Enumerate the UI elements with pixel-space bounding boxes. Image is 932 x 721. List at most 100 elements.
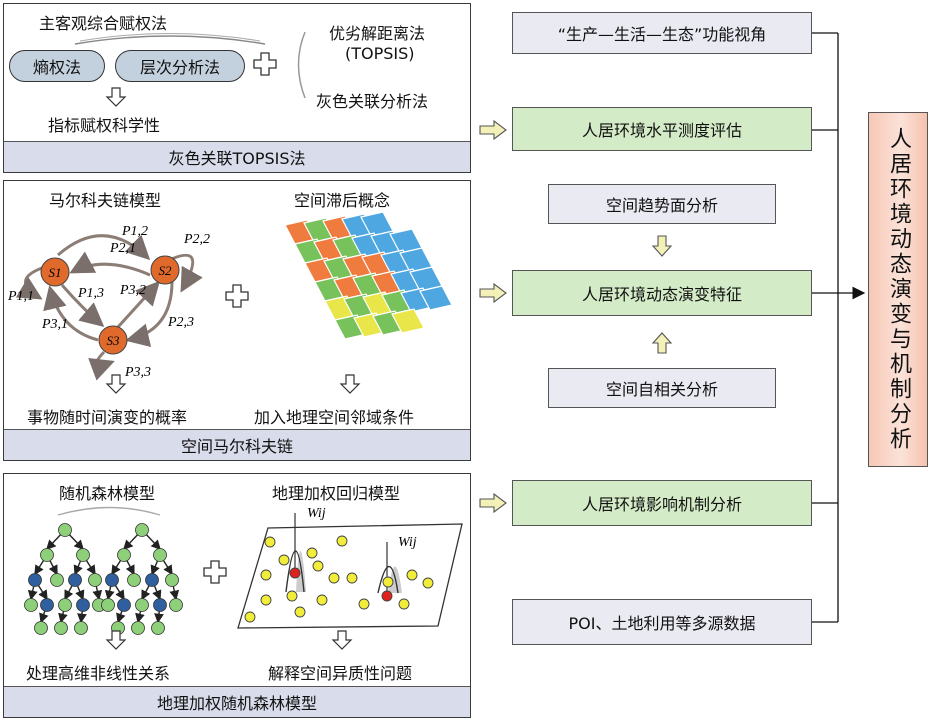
- spatial-lag-title: 空间滞后概念: [294, 191, 391, 210]
- sample-point: [398, 598, 410, 610]
- grey-relational-method: 灰色关联分析法: [316, 92, 429, 111]
- spatial-lag-grid: [284, 211, 453, 340]
- tree-node: [54, 621, 68, 635]
- weight-label-2: Wij: [398, 535, 417, 550]
- dynamic-evolution-box: 人居环境动态演变特征: [512, 270, 812, 316]
- sample-point: [260, 594, 272, 606]
- target-point: [381, 590, 393, 602]
- tree-node: [88, 573, 102, 587]
- random-forest-title: 随机森林模型: [59, 484, 156, 503]
- down-arrow-icon: [105, 87, 127, 107]
- panel-topsis: 主客观综合赋权法 熵权法 层次分析法 指标赋权科学性 优劣解距离法 (TOPSI…: [3, 3, 471, 173]
- markov-result: 事物随时间演变的概率: [27, 408, 188, 427]
- tree-node: [24, 598, 38, 612]
- sample-point: [382, 576, 394, 588]
- down-arrow-icon: [331, 630, 353, 650]
- tree-node: [50, 573, 64, 587]
- tree-node: [76, 598, 90, 612]
- topsis-abbrev: (TOPSIS): [345, 44, 415, 63]
- sample-point: [294, 606, 306, 618]
- perspective-box: “生产—生活—生态”功能视角: [512, 12, 812, 54]
- final-analysis-box: 人居环境动态演变与机制分析: [868, 112, 928, 467]
- ahp-method-pill: 层次分析法: [115, 50, 245, 82]
- tree-node: [74, 621, 88, 635]
- state-node-s2: [150, 255, 180, 285]
- tree-node: [135, 523, 149, 537]
- tree-node: [40, 598, 54, 612]
- state-node-s3: [98, 325, 128, 355]
- sample-point: [278, 554, 290, 566]
- panel-footer-markov: 空间马尔科夫链: [4, 429, 470, 460]
- tree-node: [117, 598, 131, 612]
- prob-label-p12: P1,2: [121, 224, 148, 239]
- tree-node: [105, 573, 119, 587]
- connector-lines: [812, 32, 866, 623]
- state-label-s2: S2: [159, 263, 173, 278]
- tree-node: [165, 573, 179, 587]
- down-arrow-icon: [105, 374, 127, 394]
- weighting-title: 主客观综合赋权法: [39, 14, 168, 33]
- tree-node: [153, 598, 167, 612]
- sample-point: [260, 569, 272, 581]
- tree-node: [135, 598, 149, 612]
- spatial-lag-result: 加入地理空间邻域条件: [254, 408, 415, 427]
- tree-node: [145, 573, 159, 587]
- sample-point: [336, 535, 348, 547]
- tree-node: [151, 621, 165, 635]
- tree-node: [117, 548, 131, 562]
- prob-label-p23: P2,3: [167, 315, 194, 330]
- sample-point: [312, 560, 324, 572]
- panel-footer-gwrf: 地理加权随机森林模型: [4, 686, 470, 717]
- random-forest-result: 处理高维非线性关系: [26, 664, 171, 683]
- final-analysis-label: 人居环境动态演变与机制分析: [886, 127, 911, 452]
- tree-node: [131, 621, 145, 635]
- prob-label-p32: P3,2: [119, 283, 146, 298]
- gwr-plane: Wij Wij: [237, 506, 463, 629]
- weight-label-1: Wij: [307, 506, 326, 521]
- tree-node: [76, 548, 90, 562]
- trend-surface-box: 空间趋势面分析: [548, 184, 776, 224]
- weighting-result: 指标赋权科学性: [48, 116, 161, 135]
- prob-label-p21: P2,1: [109, 241, 136, 256]
- down-arrow-icon: [651, 235, 673, 257]
- tree-node: [58, 598, 72, 612]
- forest-brace-arc: [57, 506, 161, 516]
- weighting-brace-arc-inner: [79, 33, 261, 42]
- plus-icon: [253, 52, 277, 76]
- tree-node: [127, 573, 141, 587]
- sample-point: [286, 590, 298, 602]
- weight-label-text: Wij: [307, 506, 326, 521]
- gwr-result: 解释空间异质性问题: [268, 664, 413, 683]
- level-evaluation-box: 人居环境水平测度评估: [512, 107, 812, 151]
- grid-cell: [419, 285, 453, 311]
- target-point: [289, 567, 301, 579]
- plus-icon: [225, 284, 249, 308]
- entropy-method-pill: 熵权法: [9, 50, 105, 82]
- weight-label-text: Wij: [398, 535, 417, 550]
- state-node-s1: [40, 257, 70, 287]
- sample-point: [306, 547, 318, 559]
- down-arrow-icon: [105, 630, 127, 650]
- sample-point: [422, 577, 434, 589]
- tree-node: [153, 548, 167, 562]
- tree-node: [28, 573, 42, 587]
- gwr-title: 地理加权回归模型: [272, 484, 401, 503]
- prob-label-p22: P2,2: [183, 232, 210, 247]
- method-bracket: [297, 31, 306, 99]
- autocorrelation-box: 空间自相关分析: [548, 368, 776, 408]
- prob-label-p13: P1,3: [77, 286, 104, 301]
- panel-footer-topsis: 灰色关联TOPSIS法: [4, 141, 470, 172]
- tree-node: [68, 573, 82, 587]
- mechanism-analysis-box: 人居环境影响机制分析: [512, 480, 812, 526]
- state-label-s3: S3: [107, 333, 121, 348]
- up-arrow-icon: [651, 332, 673, 354]
- plus-icon: [203, 560, 227, 584]
- right-arrow-icon: [479, 282, 507, 304]
- down-arrow-icon: [339, 374, 361, 394]
- tree-node: [34, 621, 48, 635]
- right-arrow-icon: [479, 492, 507, 514]
- weighting-brace-arc: [74, 35, 266, 45]
- sample-point: [244, 611, 256, 623]
- sample-point: [328, 572, 340, 584]
